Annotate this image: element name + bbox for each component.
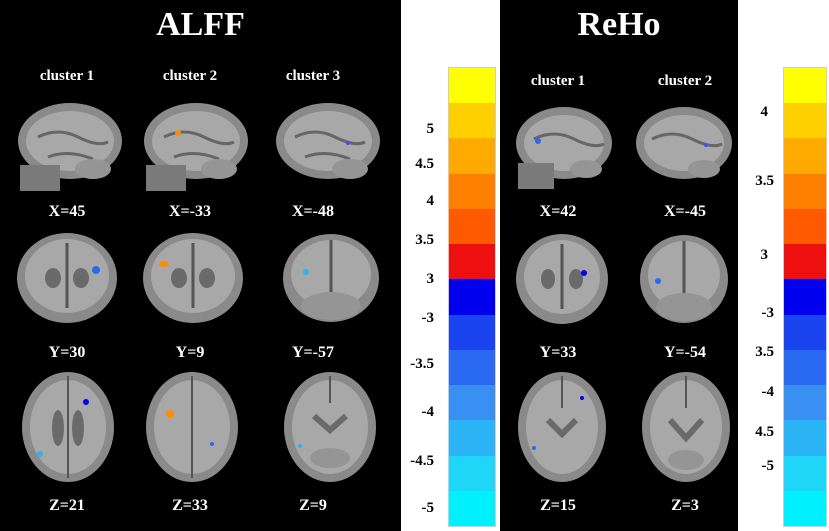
reho-tick-neg-5: -5 [761,458,775,474]
alff-tick-neg-3-5: -3.5 [410,356,434,372]
reho-tick-neg-4-5: 4.5 [755,424,774,440]
alff-title: ALFF [156,6,245,43]
alff-tick-3: 3 [426,271,435,287]
alff-cluster-3-label: cluster 3 [285,68,341,84]
reho-axial-1-image [510,368,614,486]
alff-sagittal-3-image [270,97,388,194]
alff-colorbar-segment-2 [449,103,495,139]
alff-y-coord-1: Y=30 [48,344,86,361]
alff-x-coord-2: X=-33 [169,203,211,220]
alff-sagittal-2-image [134,97,252,194]
alff-colorbar [448,67,496,527]
alff-colorbar-segment-1 [449,68,495,104]
alff-axial-3-image [274,368,386,486]
alff-tick-neg-5: -5 [421,500,435,516]
reho-tick-neg-3: -3 [761,305,775,321]
alff-tick-4-5: 4.5 [415,156,434,172]
alff-y-coord-2: Y=9 [175,344,205,361]
reho-colorbar [783,67,827,527]
reho-tick-neg-3-5: 3.5 [755,344,774,360]
reho-x-coord-1: X=42 [539,203,577,220]
reho-z-coord-2: Z=3 [671,497,699,514]
alff-coronal-2-image [134,228,252,334]
alff-colorbar-segment-11 [449,420,495,456]
alff-colorbar-segment-4 [449,173,495,209]
reho-colorbar-segment-6 [784,244,826,280]
reho-sagittal-2-image [630,99,738,193]
alff-colorbar-segment-13 [449,490,495,527]
reho-colorbar-segment-7 [784,279,826,315]
reho-colorbar-segment-12 [784,455,826,491]
alff-colorbar-segment-7 [449,279,495,315]
alff-z-coord-2: Z=33 [172,497,208,514]
reho-z-coord-1: Z=15 [540,497,576,514]
alff-tick-3-5: 3.5 [415,232,434,248]
reho-colorbar-segment-3 [784,138,826,174]
reho-cluster-1-label: cluster 1 [530,73,586,89]
reho-colorbar-segment-1 [784,68,826,104]
alff-colorbar-segment-6 [449,244,495,280]
alff-axial-1-image [12,368,124,486]
alff-coronal-3-image [272,228,390,334]
reho-tick-neg-4: -4 [761,384,775,400]
alff-cluster-2-label: cluster 2 [162,68,218,84]
alff-colorbar-segment-12 [449,455,495,491]
alff-colorbar-segment-5 [449,208,495,245]
reho-colorbar-segment-9 [784,349,826,386]
reho-colorbar-segment-8 [784,314,826,350]
reho-colorbar-segment-13 [784,490,826,527]
alff-z-coord-1: Z=21 [49,497,85,514]
reho-title: ReHo [577,6,661,43]
alff-tick-neg-4: -4 [421,404,435,420]
reho-axial-2-image [634,368,738,486]
reho-colorbar-segment-11 [784,420,826,456]
alff-sagittal-1-image [8,97,126,194]
reho-y-coord-2: Y=-54 [664,344,706,361]
alff-tick-4: 4 [426,193,435,209]
reho-tick-3-5: 3.5 [755,173,774,189]
reho-x-coord-2: X=-45 [664,203,706,220]
alff-x-coord-3: X=-48 [292,203,334,220]
alff-colorbar-segment-9 [449,349,495,386]
reho-tick-4: 4 [760,104,769,120]
alff-tick-neg-4-5: -4.5 [410,453,434,469]
alff-tick-5: 5 [426,121,435,137]
alff-z-coord-3: Z=9 [299,497,327,514]
alff-x-coord-1: X=45 [48,203,86,220]
alff-colorbar-segment-10 [449,385,495,421]
alff-y-coord-3: Y=-57 [292,344,334,361]
reho-y-coord-1: Y=33 [539,344,577,361]
reho-sagittal-1-image [508,99,616,193]
reho-coronal-2-image [632,229,736,335]
reho-colorbar-segment-10 [784,385,826,421]
reho-colorbar-segment-4 [784,173,826,209]
alff-colorbar-segment-3 [449,138,495,174]
alff-axial-2-image [136,368,248,486]
reho-colorbar-segment-5 [784,208,826,245]
alff-coronal-1-image [8,228,126,334]
alff-tick-neg-3: -3 [421,310,435,326]
reho-colorbar-segment-2 [784,103,826,139]
reho-coronal-1-image [508,229,616,335]
alff-cluster-1-label: cluster 1 [39,68,95,84]
alff-colorbar-segment-8 [449,314,495,350]
reho-tick-3: 3 [760,247,769,263]
reho-cluster-2-label: cluster 2 [657,73,713,89]
